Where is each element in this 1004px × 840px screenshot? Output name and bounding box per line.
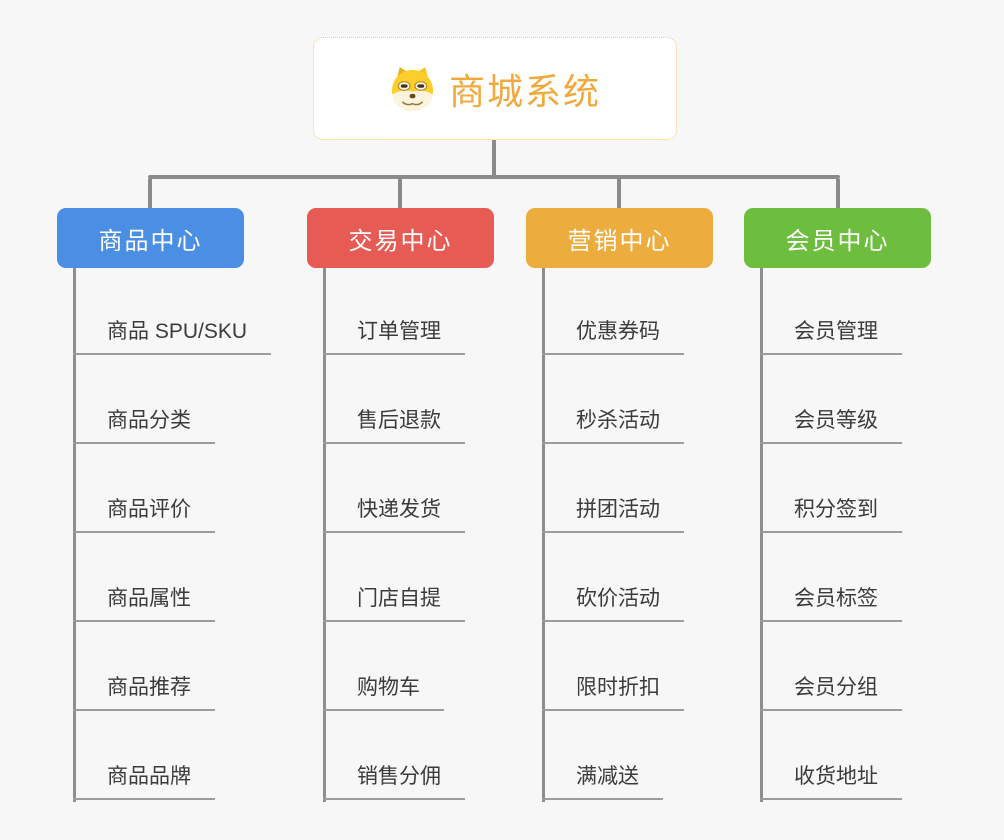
drop-connector <box>617 179 621 208</box>
branch-cross-bar-connector <box>148 175 840 179</box>
leaf-node[interactable]: 会员标签 <box>760 582 902 622</box>
branch-trunk-connector <box>542 268 545 802</box>
leaf-node[interactable]: 拼团活动 <box>542 493 684 533</box>
leaf-node[interactable]: 限时折扣 <box>542 671 684 711</box>
leaf-node[interactable]: 售后退款 <box>323 404 465 444</box>
leaf-node[interactable]: 销售分佣 <box>323 760 465 800</box>
branch-node[interactable]: 营销中心 <box>526 208 713 268</box>
doge-icon <box>391 66 434 112</box>
leaf-node[interactable]: 满减送 <box>542 760 663 800</box>
leaf-node[interactable]: 优惠券码 <box>542 315 684 355</box>
root-node-mall-system[interactable]: 商城系统 <box>313 37 677 140</box>
leaf-node[interactable]: 会员等级 <box>760 404 902 444</box>
branch-node[interactable]: 商品中心 <box>57 208 244 268</box>
drop-connector <box>148 179 152 208</box>
leaf-node[interactable]: 商品品牌 <box>73 760 215 800</box>
leaf-node[interactable]: 商品 SPU/SKU <box>73 315 272 355</box>
branch-trunk-connector <box>73 268 76 802</box>
leaf-node[interactable]: 门店自提 <box>323 582 465 622</box>
leaf-node[interactable]: 订单管理 <box>323 315 465 355</box>
branch-trunk-connector <box>760 268 763 802</box>
leaf-node[interactable]: 积分签到 <box>760 493 902 533</box>
root-trunk-connector <box>492 140 496 175</box>
drop-connector <box>398 179 402 208</box>
leaf-node[interactable]: 秒杀活动 <box>542 404 684 444</box>
leaf-node[interactable]: 商品评价 <box>73 493 215 533</box>
leaf-node[interactable]: 商品属性 <box>73 582 215 622</box>
leaf-node[interactable]: 砍价活动 <box>542 582 684 622</box>
leaf-node[interactable]: 商品分类 <box>73 404 215 444</box>
leaf-node[interactable]: 会员分组 <box>760 671 902 711</box>
branch-node[interactable]: 会员中心 <box>744 208 931 268</box>
leaf-node[interactable]: 商品推荐 <box>73 671 215 711</box>
drop-connector <box>836 179 840 208</box>
leaf-node[interactable]: 会员管理 <box>760 315 902 355</box>
branch-trunk-connector <box>323 268 326 802</box>
leaf-node[interactable]: 购物车 <box>323 671 444 711</box>
root-node-label: 商城系统 <box>448 70 601 112</box>
leaf-node[interactable]: 快递发货 <box>323 493 465 533</box>
branch-node[interactable]: 交易中心 <box>307 208 494 268</box>
leaf-node[interactable]: 收货地址 <box>760 760 902 800</box>
